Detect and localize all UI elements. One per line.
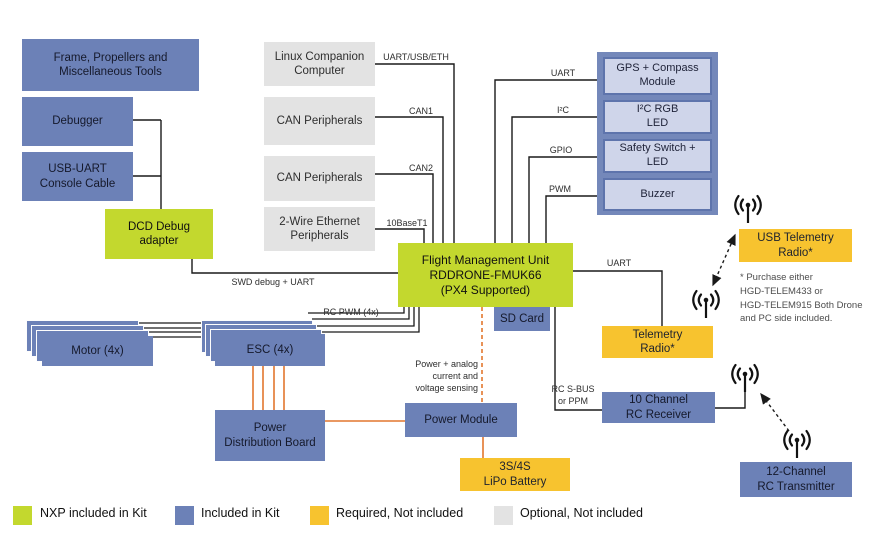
wire-label-i2c: I²C [557, 105, 569, 115]
power-wires [252, 307, 484, 458]
wire-label-pwm: PWM [549, 184, 571, 194]
wire-label-gps-uart: UART [550, 68, 576, 78]
legend-label-required: Required, Not included [336, 506, 464, 520]
node-usb-uart-cable: USB-UART Console Cable [22, 152, 133, 201]
wire-label-telemetry-uart: UART [606, 258, 632, 268]
wire-label-gpio: GPIO [549, 145, 573, 155]
wireless-links [712, 233, 790, 432]
wire-label-rc-sbus-ppm: RC S-BUS or PPM [551, 384, 595, 407]
wire-label-uart-usb-eth: UART/USB/ETH [383, 52, 449, 62]
node-dcd-debug-adapter: DCD Debug adapter [105, 209, 213, 259]
rc-receiver-antenna-icon [731, 363, 759, 394]
legend-swatch-nxp-green [13, 506, 32, 525]
node-power-distribution-board: Power Distribution Board [215, 410, 325, 461]
node-linux-companion-computer: Linux Companion Computer [264, 42, 375, 86]
wire-label-swd-debug-uart: SWD debug + UART [231, 277, 315, 287]
node-safety-switch-led: Safety Switch + LED [603, 139, 712, 173]
legend-label-optional: Optional, Not included [520, 506, 643, 520]
node-gps-compass: GPS + Compass Module [603, 57, 712, 95]
wire-label-power-sense: Power + analog current and voltage sensi… [415, 359, 478, 394]
node-motor-4x: Motor (4x) [42, 336, 153, 366]
legend-swatch-kit-blue [175, 506, 194, 525]
signal-wires [133, 63, 746, 411]
node-frame-propellers: Frame, Propellers and Miscellaneous Tool… [22, 39, 199, 91]
legend-label-included: Included in Kit [201, 506, 280, 520]
node-telemetry-radio: Telemetry Radio* [602, 326, 713, 358]
legend-swatch-required-yellow [310, 506, 329, 525]
wire-label-rc-pwm: RC PWM (4x) [323, 307, 379, 317]
telemetry-antenna-icon [692, 289, 720, 320]
legend-label-nxp-included: NXP included in Kit [40, 506, 147, 520]
node-buzzer: Buzzer [603, 178, 712, 211]
node-can-peripherals-2: CAN Peripherals [264, 156, 375, 201]
usb-telemetry-antenna-icon [734, 194, 762, 225]
legend-swatch-optional-gray [494, 506, 513, 525]
node-usb-telemetry-radio: USB Telemetry Radio* [739, 229, 852, 262]
node-lipo-battery: 3S/4S LiPo Battery [460, 458, 570, 491]
rc-transmitter-antenna-icon [783, 429, 811, 460]
node-can-peripherals-1: CAN Peripherals [264, 97, 375, 145]
telemetry-purchase-note: * Purchase either HGD-TELEM433 or HGD-TE… [740, 272, 863, 325]
node-power-module: Power Module [405, 403, 517, 437]
node-rc-receiver: 10 Channel RC Receiver [602, 392, 715, 423]
wire-label-10baset1: 10BaseT1 [386, 218, 428, 228]
node-esc-4x: ESC (4x) [215, 334, 325, 366]
rc-pwm-lines [308, 307, 420, 333]
node-2wire-ethernet: 2-Wire Ethernet Peripherals [264, 207, 375, 251]
node-rc-transmitter: 12-Channel RC Transmitter [740, 462, 852, 497]
node-i2c-rgb-led: I²C RGB LED [603, 100, 712, 134]
node-debugger: Debugger [22, 97, 133, 146]
wire-label-can1: CAN1 [408, 106, 433, 116]
wire-label-can2: CAN2 [408, 163, 433, 173]
node-sd-card: SD Card [494, 307, 550, 331]
node-flight-management-unit: Flight Management Unit RDDRONE-FMUK66 (P… [398, 243, 573, 307]
